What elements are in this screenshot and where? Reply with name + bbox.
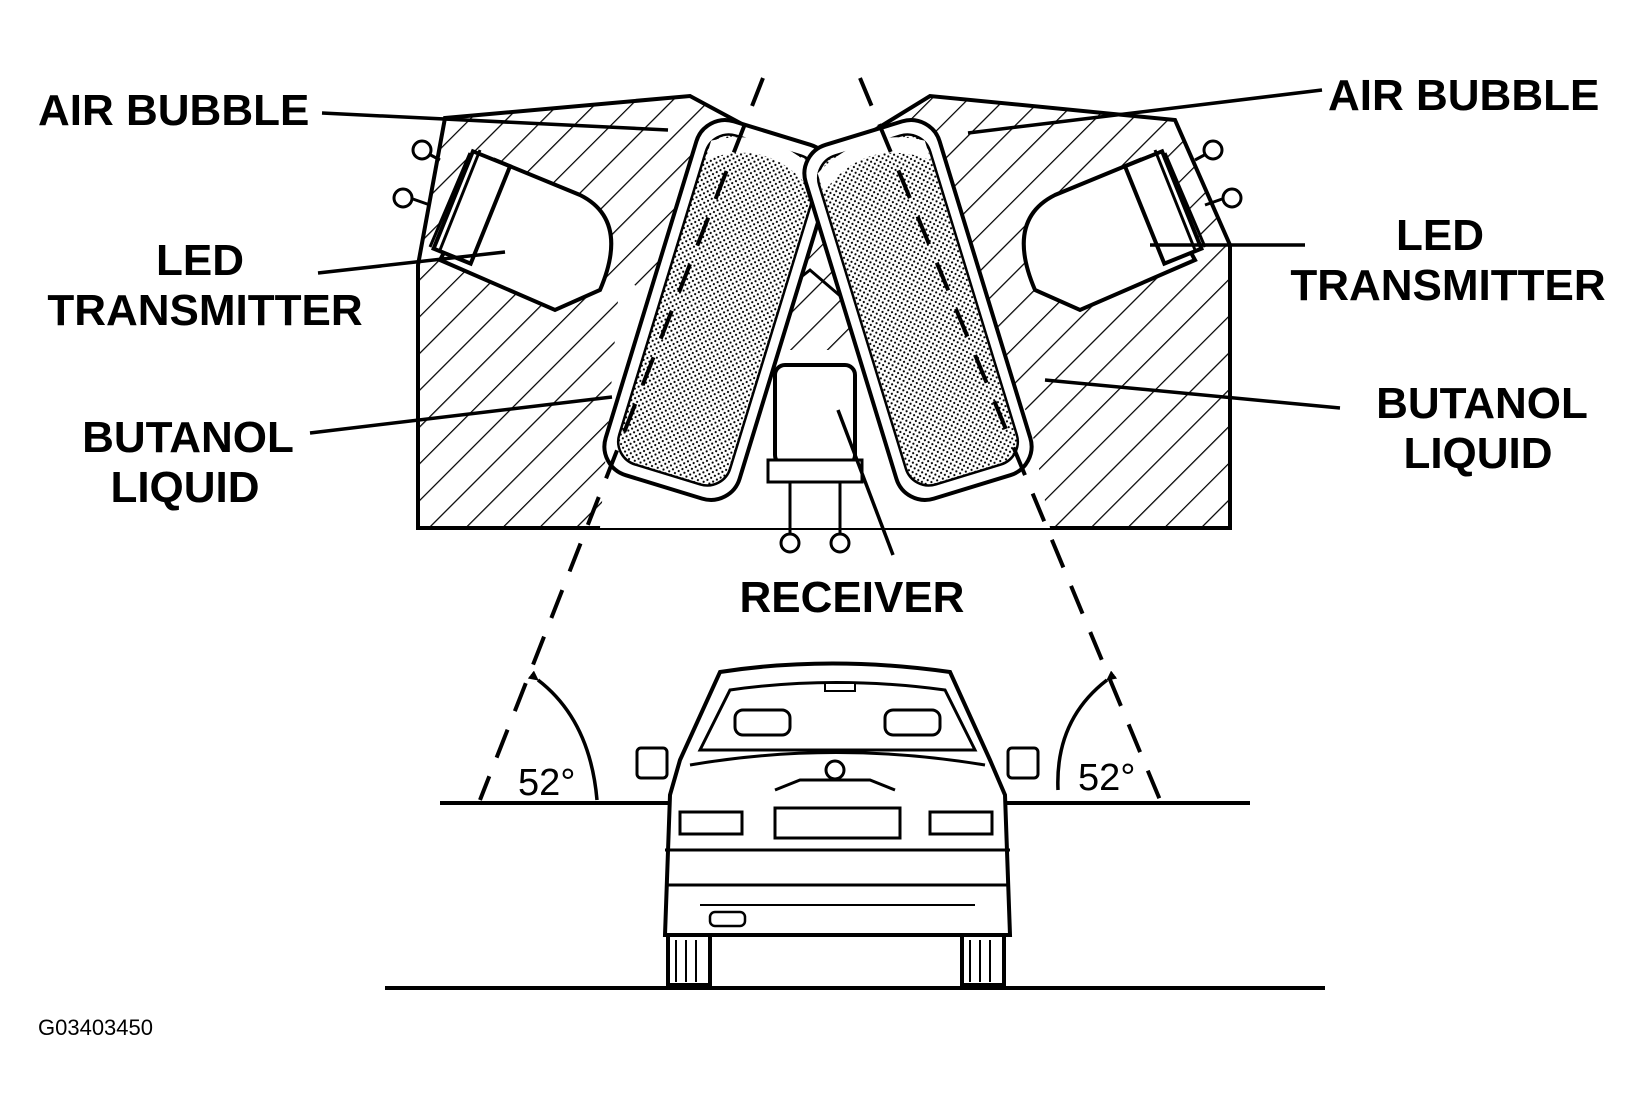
label-angle-right: 52° xyxy=(1078,757,1135,799)
emblem-icon xyxy=(824,759,846,781)
led-transmitter-left xyxy=(392,139,614,313)
label-air-bubble-right: AIR BUBBLE xyxy=(1328,71,1599,120)
pin-icon xyxy=(779,532,801,554)
led-transmitter-right xyxy=(1021,139,1243,313)
receiver xyxy=(766,363,864,554)
label-led-right-line2: TRANSMITTER xyxy=(1290,261,1605,310)
leader-lines xyxy=(309,88,1341,556)
label-angle-left: 52° xyxy=(518,762,575,804)
label-receiver: RECEIVER xyxy=(740,573,965,622)
label-led-left-line1: LED xyxy=(156,236,244,285)
butanol-vial-right xyxy=(802,118,1034,502)
pin-icon xyxy=(1221,187,1243,209)
angle-arcs xyxy=(527,670,1118,801)
label-led-left-line2: TRANSMITTER xyxy=(47,286,362,335)
label-led-right-line1: LED xyxy=(1396,211,1484,260)
pin-icon xyxy=(411,139,433,161)
label-butanol-right-line2: LIQUID xyxy=(1403,429,1552,478)
figure-id: G03403450 xyxy=(38,1015,153,1040)
label-butanol-left-line2: LIQUID xyxy=(110,463,259,512)
labels: AIR BUBBLE AIR BUBBLE LED TRANSMITTER LE… xyxy=(38,71,1606,1040)
label-air-bubble-left: AIR BUBBLE xyxy=(38,86,309,135)
label-butanol-left-line1: BUTANOL xyxy=(82,413,294,462)
pin-icon xyxy=(829,532,851,554)
label-butanol-right-line1: BUTANOL xyxy=(1376,379,1588,428)
pin-icon xyxy=(392,187,414,209)
pin-icon xyxy=(1202,139,1224,161)
car-rear-view xyxy=(635,661,1040,987)
air-bubble-right xyxy=(817,137,931,193)
